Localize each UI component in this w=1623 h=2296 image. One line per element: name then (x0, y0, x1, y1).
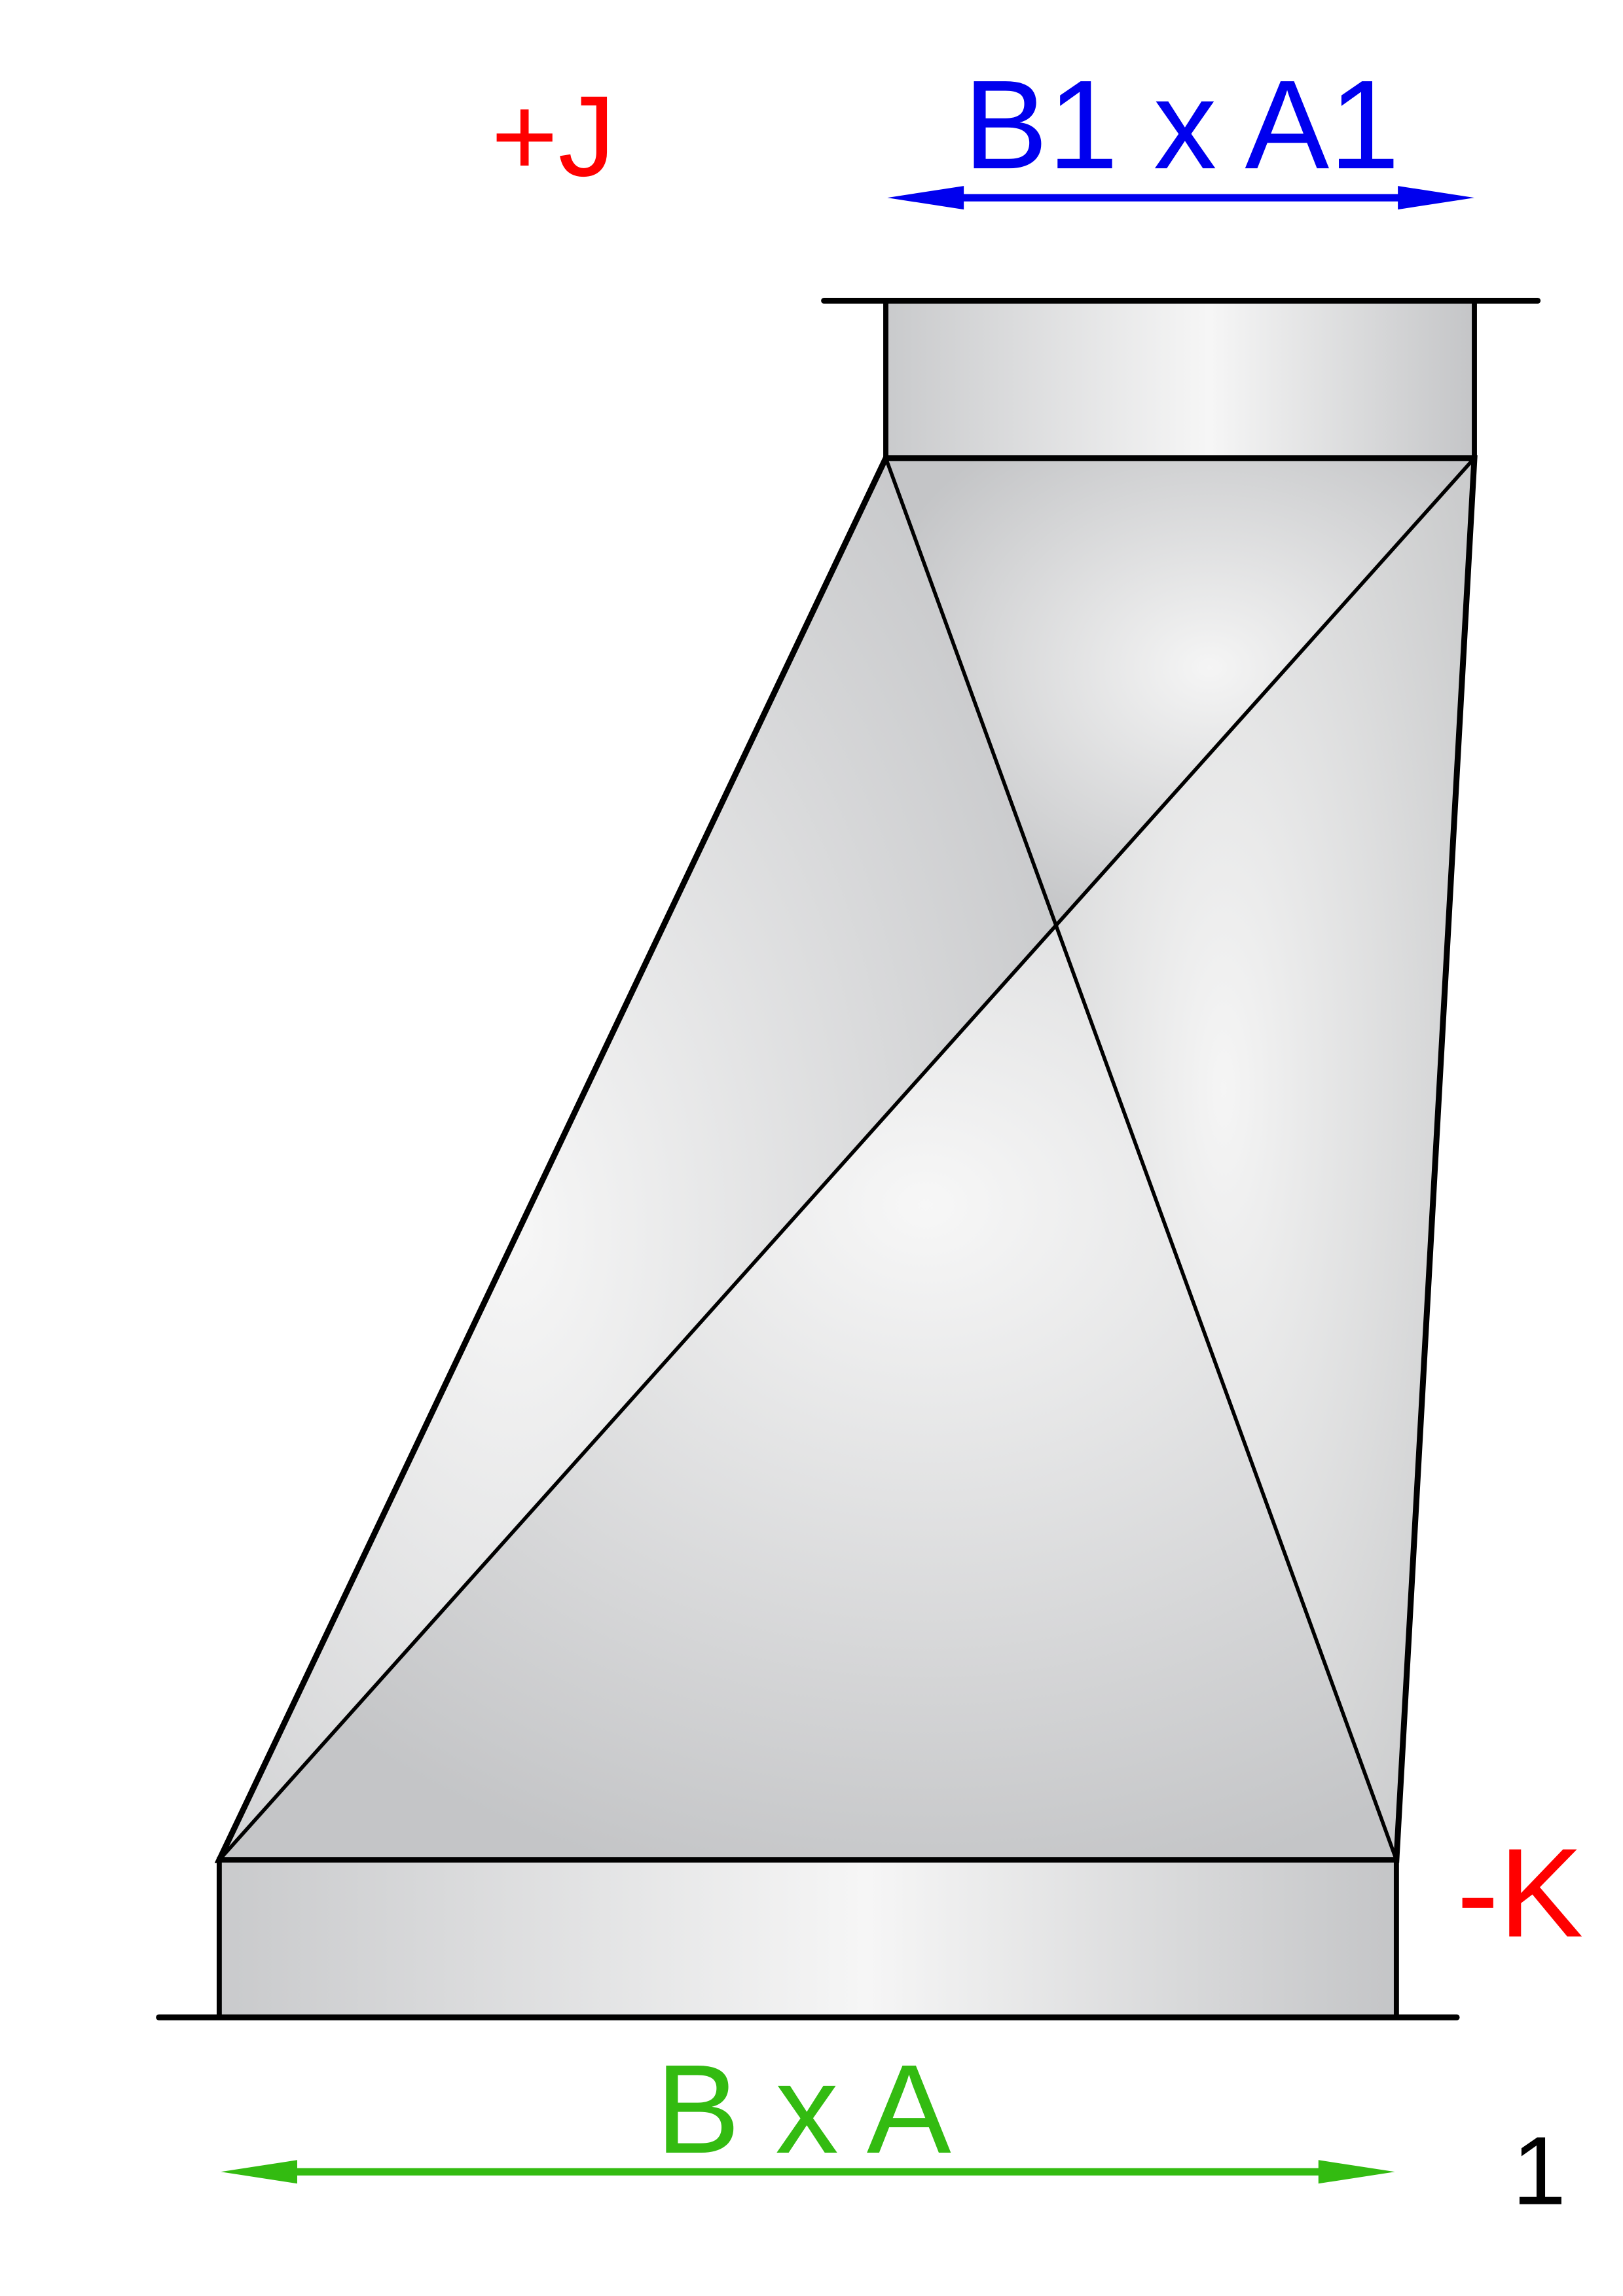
inlet-size-label: B x A (656, 2038, 951, 2179)
inlet-dimension-arrow (221, 2160, 1395, 2184)
inlet-collar (216, 1857, 1399, 2020)
diagonal-line (884, 457, 1398, 1861)
outlet-size-label: B1 x A1 (964, 54, 1400, 195)
transition-face-left (219, 457, 1057, 1860)
outlet-collar (883, 298, 1477, 461)
item-number-label: 1 (1512, 2117, 1567, 2225)
offset-minus-label: -K (1457, 1822, 1583, 1964)
transition-face-bottom (219, 924, 1396, 1860)
offset-plus-label: +J (491, 72, 615, 200)
transition-face-top (885, 457, 1475, 925)
diagonal-line (217, 457, 1476, 1861)
outlet-dimension-arrow (887, 186, 1475, 210)
